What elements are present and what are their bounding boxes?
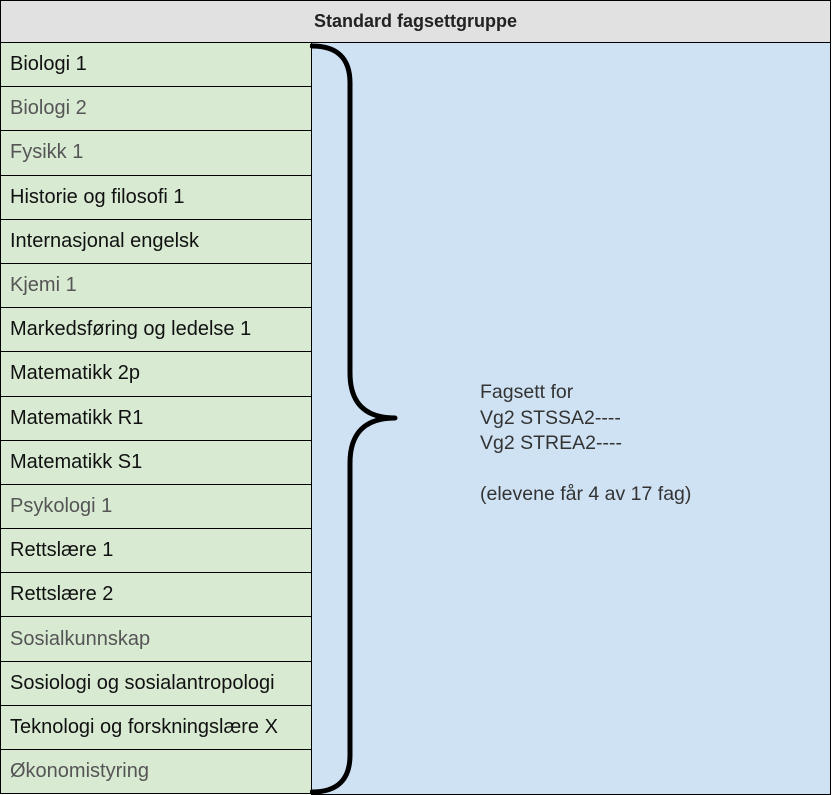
subject-row: Matematikk S1 bbox=[0, 440, 312, 485]
description-line-1: Fagsett for bbox=[480, 381, 574, 403]
subject-row: Rettslære 1 bbox=[0, 529, 312, 574]
description-line-3: Vg2 STREA2---- bbox=[480, 432, 622, 454]
description-line-2: Vg2 STSSA2---- bbox=[480, 406, 621, 429]
subject-row: Biologi 2 bbox=[0, 87, 312, 132]
subject-row: Matematikk 2p bbox=[0, 352, 312, 397]
subject-row: Historie og filosofi 1 bbox=[0, 175, 312, 220]
subject-row: Sosialkunnskap bbox=[0, 617, 312, 662]
curly-brace-icon bbox=[310, 43, 398, 795]
description-panel bbox=[311, 43, 831, 795]
subject-row: Økonomistyring bbox=[0, 750, 312, 795]
subject-row: Psykologi 1 bbox=[0, 484, 312, 530]
subject-row: Kjemi 1 bbox=[0, 263, 312, 309]
description-spacer bbox=[480, 457, 691, 483]
subject-row: Sosiologi og sosialantropologi bbox=[0, 661, 312, 706]
subject-row: Rettslære 2 bbox=[0, 573, 312, 618]
description-text: Fagsett for Vg2 STSSA2---- Vg2 STREA2---… bbox=[480, 380, 691, 508]
subject-row: Fysikk 1 bbox=[0, 131, 312, 176]
description-line-4: (elevene får 4 av 17 fag) bbox=[480, 483, 692, 505]
subject-row: Matematikk R1 bbox=[0, 396, 312, 441]
header-title: Standard fagsettgruppe bbox=[0, 0, 831, 43]
subject-row: Internasjonal engelsk bbox=[0, 219, 312, 264]
subject-row: Markedsføring og ledelse 1 bbox=[0, 308, 312, 353]
subject-row: Teknologi og forskningslære X bbox=[0, 705, 312, 750]
subject-row: Biologi 1 bbox=[0, 43, 312, 88]
